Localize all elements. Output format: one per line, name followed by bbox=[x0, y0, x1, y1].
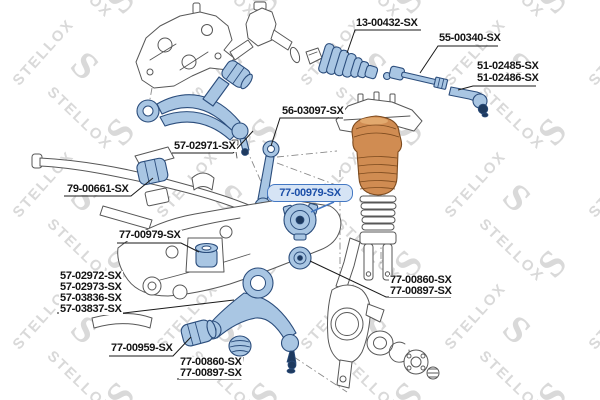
part-label-subframe-mount[interactable]: 77-00979-SX bbox=[118, 229, 182, 241]
bump-stop bbox=[228, 335, 252, 357]
part-label-inner-tie-rod[interactable]: 55-00340-SX bbox=[438, 32, 502, 44]
upper-control-arm bbox=[136, 76, 250, 156]
part-label-outer-tie-rod-a[interactable]: 51-02485-SX bbox=[476, 60, 540, 72]
air-spring-bellows bbox=[351, 115, 403, 196]
shock-dust-boot bbox=[359, 195, 397, 231]
part-label-lower-arm-d[interactable]: 57-03837-SX bbox=[59, 303, 123, 315]
steering-knuckle bbox=[327, 237, 385, 389]
part-label-lower-arm-a[interactable]: 57-02972-SX bbox=[59, 270, 123, 282]
inner-tie-rod bbox=[388, 65, 449, 90]
wheel-hub bbox=[403, 349, 429, 375]
outer-tie-rod-end bbox=[448, 86, 489, 118]
part-label-lower-arm-b[interactable]: 57-02973-SX bbox=[59, 281, 123, 293]
part-label-lower-arm-c[interactable]: 57-03836-SX bbox=[59, 292, 123, 304]
part-label-outer-tie-rod-b[interactable]: 51-02486-SX bbox=[476, 72, 540, 84]
part-label-steering-boot[interactable]: 13-00432-SX bbox=[355, 17, 419, 29]
rear-bushing-large bbox=[282, 203, 319, 241]
part-label-rear-bushing-a[interactable]: 77-00860-SX bbox=[389, 274, 453, 286]
steering-boot bbox=[318, 43, 379, 80]
part-label-bump-stop-b[interactable]: 77-00897-SX bbox=[179, 367, 243, 379]
wheel-bearing bbox=[366, 330, 394, 356]
lower-control-arm bbox=[202, 267, 300, 374]
shock-fork bbox=[359, 231, 397, 281]
part-label-rear-bushing-b[interactable]: 77-00897-SX bbox=[389, 285, 453, 297]
part-label-stab-bushing[interactable]: 79-00661-SX bbox=[66, 183, 130, 195]
hub-nut bbox=[426, 366, 440, 380]
subframe-mount-bushing bbox=[194, 242, 219, 268]
upper-arm-bushing bbox=[221, 60, 253, 90]
stabilizer-bushing bbox=[136, 157, 169, 186]
part-label-upper-arm[interactable]: 57-02971-SX bbox=[173, 140, 237, 152]
part-label-selected[interactable]: 77-00979-SX bbox=[267, 184, 353, 202]
rear-bushing-small bbox=[288, 246, 312, 270]
steering-rack bbox=[229, 1, 323, 65]
part-label-bump-stop-a[interactable]: 77-00860-SX bbox=[179, 356, 243, 368]
part-label-front-bushing[interactable]: 77-00959-SX bbox=[110, 342, 174, 354]
part-label-stab-link[interactable]: 56-03097-SX bbox=[281, 105, 345, 117]
subframe-bracket bbox=[135, 2, 235, 89]
